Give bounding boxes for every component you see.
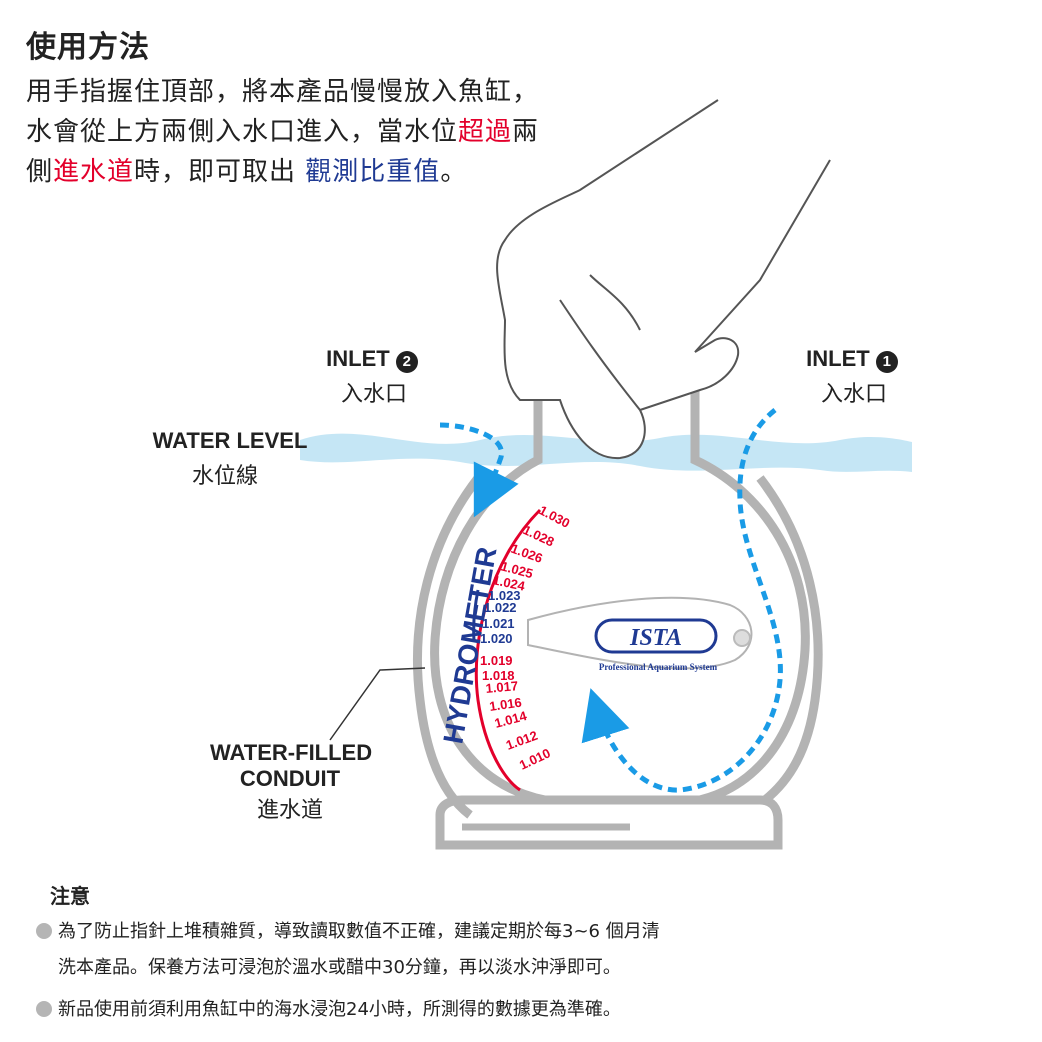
scale-mark: 1.021: [482, 616, 515, 631]
hand: [496, 99, 831, 460]
inlet-2-zh: 入水口: [340, 382, 407, 407]
note-item-1-line-1: 為了防止指針上堆積雜質，導致讀取數值不正確，建議定期於每3~6 個月清: [36, 915, 660, 949]
scale-arc: [474, 508, 542, 792]
highlight-conduit: 進水道: [53, 157, 135, 187]
conduit-label-1: WATER-FILLED: [210, 740, 373, 765]
scale-mark: 1.023: [488, 588, 521, 603]
scale-mark: 1.019: [480, 653, 513, 668]
left-conduit: [413, 475, 482, 819]
intro-text: 時，即可取出: [134, 157, 306, 187]
bullet-icon: [36, 1001, 52, 1017]
note-text: 新品使用前須利用魚缸中的海水浸泡24小時，所測得的數據更為準確。: [58, 999, 621, 1020]
scale-mark: 1.017: [485, 678, 519, 696]
inlet-1-text: INLET: [806, 346, 870, 371]
note-text: 為了防止指針上堆積雜質，導致讀取數值不正確，建議定期於每3~6 個月清: [58, 921, 660, 942]
inlet-1-flow-arrow: [581, 408, 783, 793]
conduit-zh: 進水道: [256, 798, 323, 823]
scale-mark: 1.012: [504, 728, 540, 753]
scale-mark: 1.022: [484, 600, 517, 615]
page-title: 使用方法: [26, 30, 150, 65]
intro-line-2: 水會從上方兩側入水口進入，當水位超過兩: [26, 114, 539, 150]
right-conduit: [756, 475, 823, 804]
conduit-label-2: CONDUIT: [239, 766, 341, 791]
inlet-2-text: INLET: [326, 346, 390, 371]
inlet-2-label: INLET 2: [322, 346, 422, 373]
brand-logo: [594, 618, 718, 654]
intro-text: 水會從上方兩側入水口進入，當水位: [26, 117, 459, 147]
hydrometer-base: [435, 795, 783, 850]
intro-text: 側: [26, 157, 54, 187]
scale-mark: 1.024: [491, 572, 527, 594]
intro-line-1: 用手指握住頂部，將本產品慢慢放入魚缸，: [26, 77, 540, 107]
note-item-1-line-2: 洗本產品。保養方法可浸泡於溫水或醋中30分鐘，再以淡水沖淨即可。: [58, 957, 621, 978]
bullet-icon: [36, 923, 52, 939]
intro-line-3: 側進水道時，即可取出 觀測比重值。: [26, 154, 467, 190]
water-level-label: WATER LEVEL: [152, 428, 308, 453]
scale-mark: 1.010: [517, 745, 553, 772]
brand-logo-text: ISTA: [629, 625, 682, 651]
intro-text: 。: [440, 157, 468, 187]
conduit-leader-line: [329, 667, 426, 741]
water-level-zh: 水位線: [191, 464, 258, 489]
inlet-1-zh: 入水口: [820, 382, 887, 407]
highlight-read-gravity: 觀測比重值: [305, 157, 441, 187]
scale-arc-blue: [472, 589, 480, 641]
brand-tagline: Professional Aquarium System: [599, 662, 718, 672]
highlight-exceeds: 超過: [458, 117, 513, 147]
inlet-2-flow-arrow: [439, 422, 519, 518]
pivot-icon: [733, 629, 751, 647]
scale-mark: 1.030: [537, 502, 573, 531]
scale-mark: 1.016: [488, 695, 522, 714]
inlet-2-number-icon: 2: [395, 351, 418, 373]
scale-mark: 1.020: [480, 631, 513, 646]
inlet-1-label: INLET 1: [802, 346, 902, 373]
intro-text: 兩: [512, 117, 540, 147]
scale-mark: 1.018: [482, 668, 515, 683]
inlet-1-number-icon: 1: [875, 351, 898, 373]
notes-title: 注意: [50, 884, 90, 908]
note-item-2: 新品使用前須利用魚缸中的海水浸泡24小時，所測得的數據更為準確。: [36, 993, 621, 1027]
